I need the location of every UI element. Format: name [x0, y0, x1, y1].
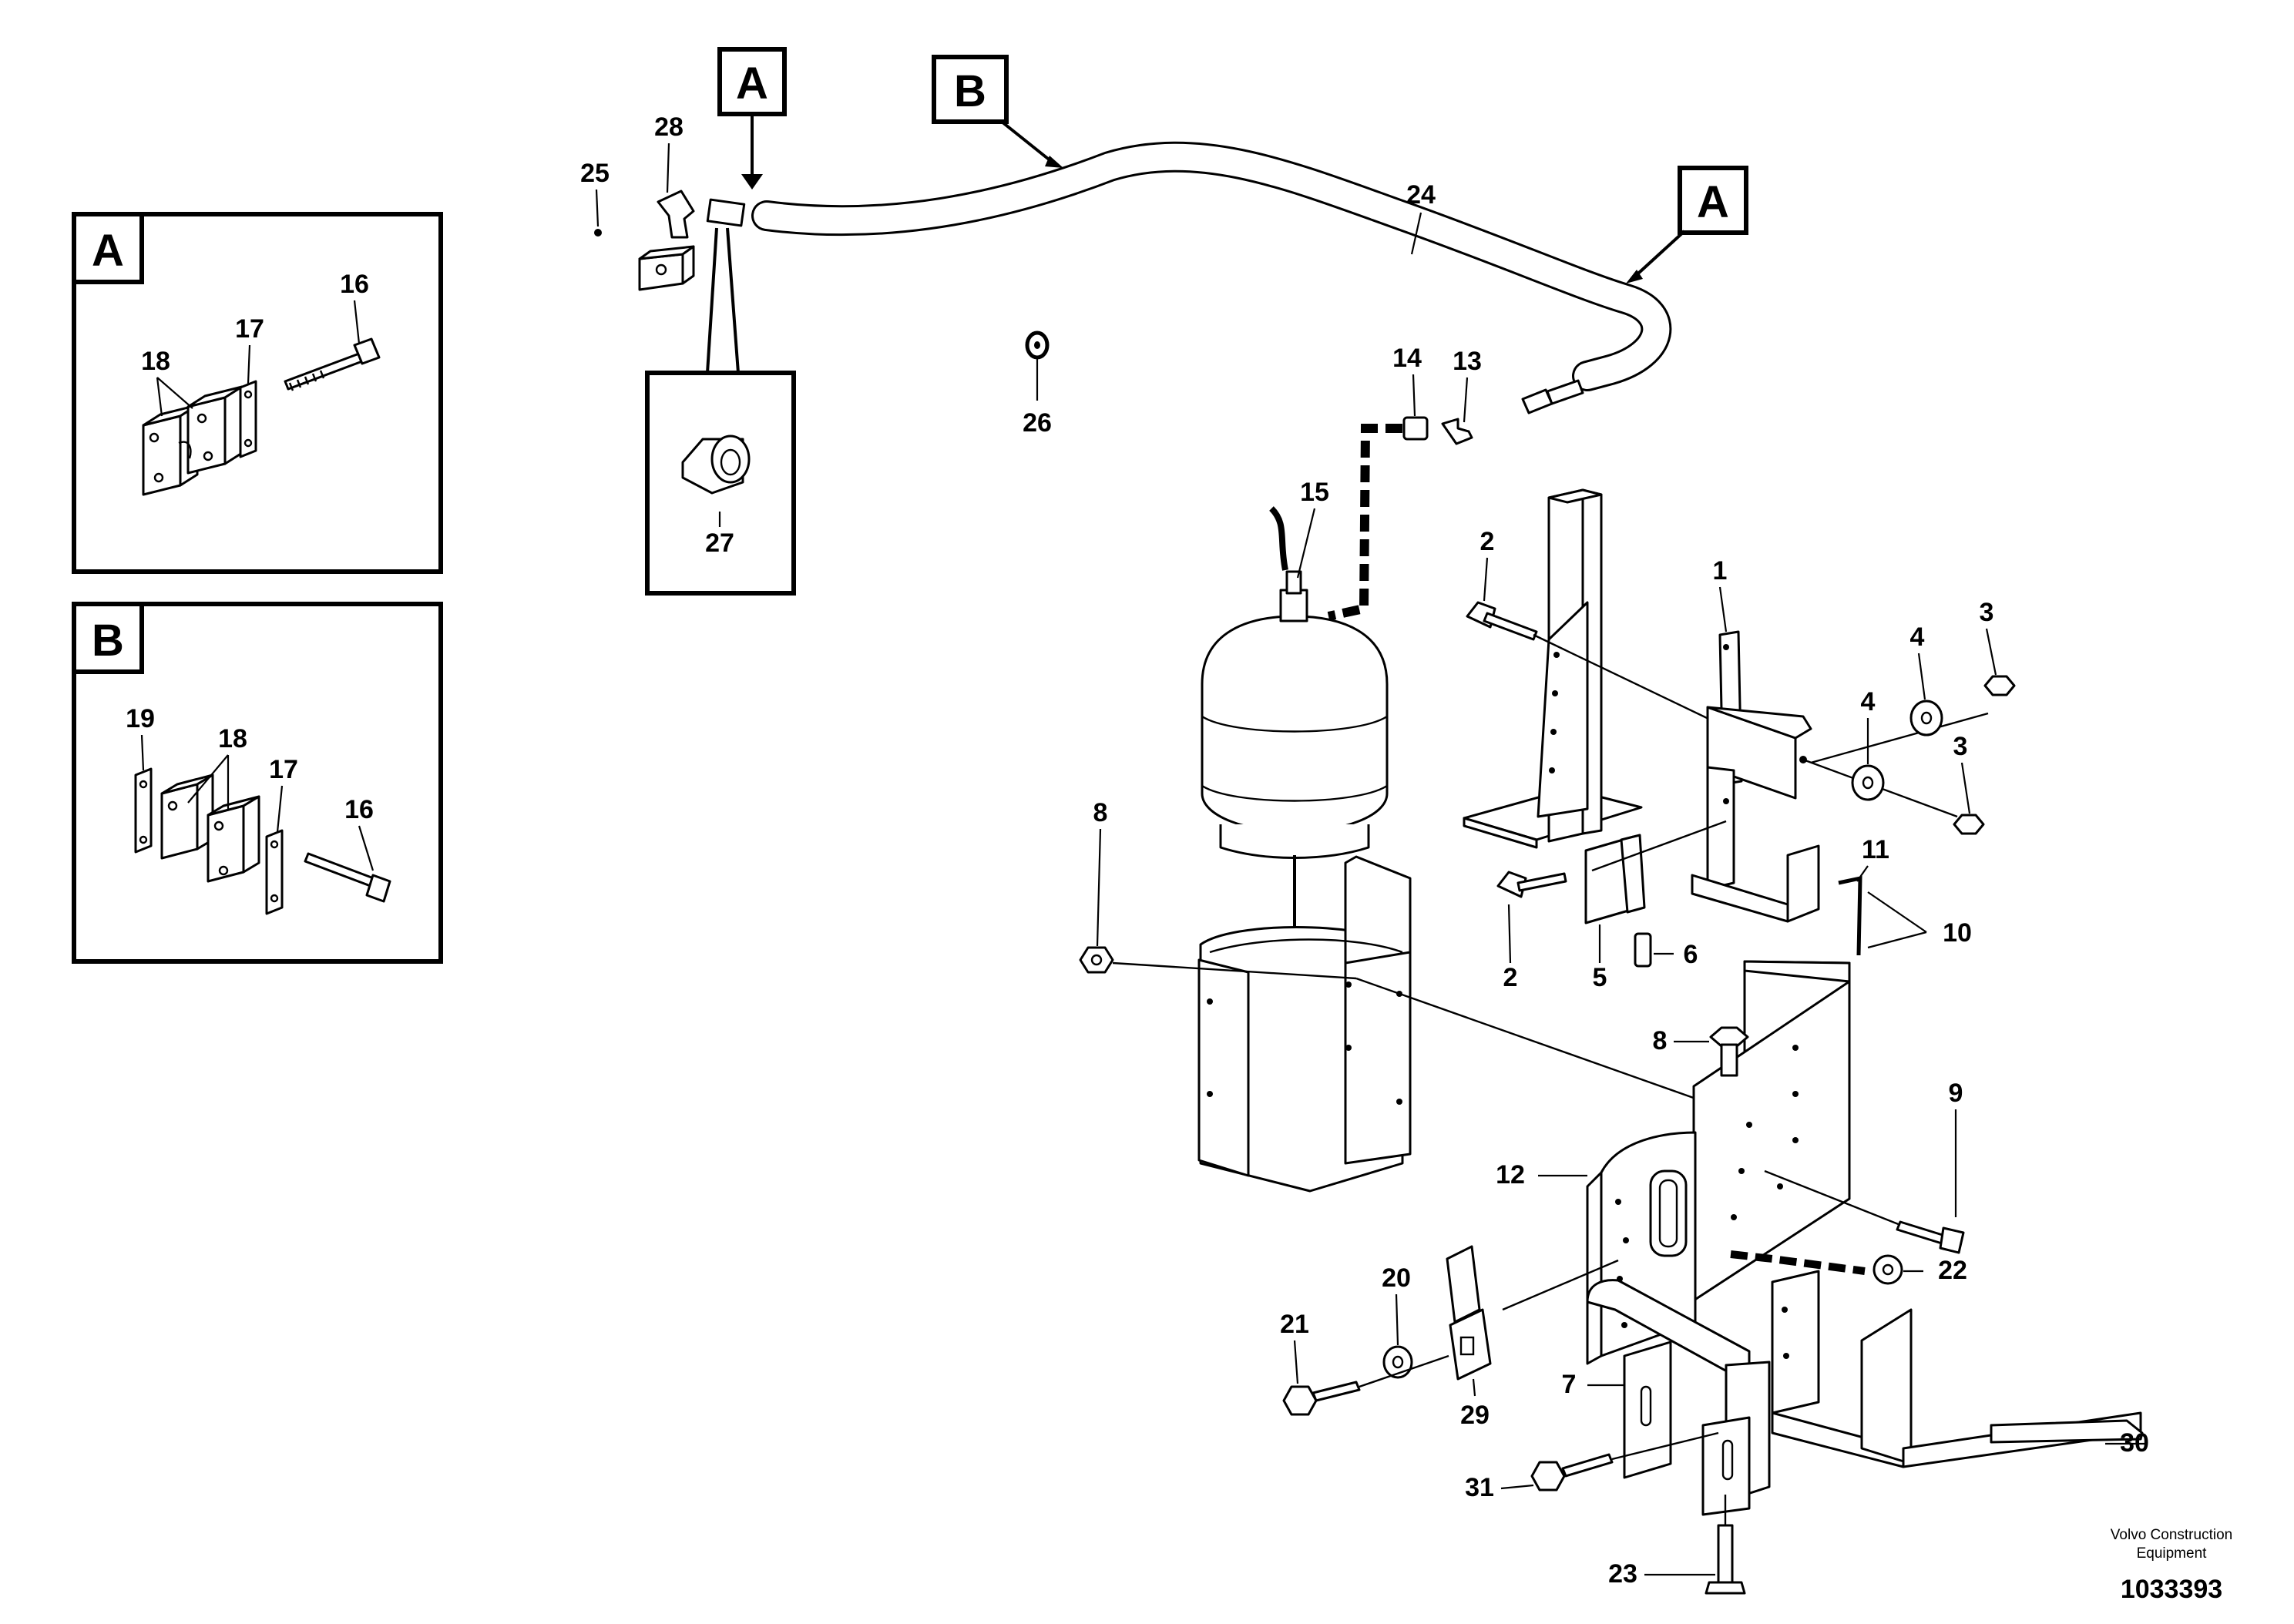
box-a-label-18: 18 [141, 347, 170, 376]
washer-4-mid [1851, 764, 1885, 801]
bracket-1 [1691, 630, 1820, 923]
label-3-bottom: 3 [1953, 732, 1968, 761]
plate-icon [265, 829, 284, 915]
bolt-8 [1709, 1026, 1749, 1048]
mounting-block [638, 253, 684, 291]
accumulator-holder [1197, 855, 1412, 1193]
label-29: 29 [1460, 1401, 1490, 1430]
callout-a-top: A [717, 47, 787, 190]
callout-b-top: B [932, 55, 1063, 168]
label-24: 24 [1406, 180, 1436, 210]
label-15: 15 [1300, 478, 1329, 507]
company-line-1: Volvo Construction [2111, 1527, 2232, 1543]
label-20: 20 [1382, 1263, 1411, 1293]
box-a-label-17: 17 [235, 314, 264, 344]
washer-22 [1872, 1254, 1903, 1285]
bracket-30 [1771, 1270, 2144, 1468]
bolt-2-bottom [1496, 871, 1567, 898]
bracket-post [1463, 488, 1643, 849]
bolt-25 [594, 229, 602, 237]
elbow-fitting-28 [657, 190, 695, 239]
label-3-top: 3 [1980, 598, 1994, 627]
hose-24 [751, 141, 1672, 391]
label-26: 26 [1023, 408, 1052, 438]
box-b-label-17: 17 [269, 755, 298, 784]
bolt-23 [1705, 1495, 1746, 1595]
detail-box-b: B 19 18 17 16 [72, 602, 443, 964]
label-2-top: 2 [1480, 527, 1495, 556]
svg-text:B: B [954, 66, 986, 116]
label-25: 25 [580, 159, 610, 188]
bolt-icon [284, 337, 381, 391]
accumulator-15 [1201, 506, 1389, 946]
bracket-7 [1586, 1279, 1771, 1516]
bolt-icon [304, 852, 391, 903]
latch-29 [1446, 1245, 1492, 1381]
label-5: 5 [1593, 963, 1607, 992]
washer-4-top [1909, 700, 1943, 737]
sensor-fitting [1279, 589, 1308, 622]
nut-8-left [1079, 946, 1114, 974]
label-28: 28 [654, 112, 683, 142]
nut-3-bottom [1953, 814, 1985, 835]
label-1: 1 [1713, 556, 1728, 586]
detail-box-b-letter: B [92, 616, 124, 666]
label-2-bottom: 2 [1503, 963, 1518, 992]
label-6: 6 [1684, 940, 1698, 969]
detail-box-a: A 16 17 18 [72, 212, 443, 574]
label-11: 11 [1862, 835, 1889, 864]
label-31: 31 [1465, 1473, 1494, 1502]
label-14: 14 [1392, 344, 1422, 373]
plate-icon [239, 380, 257, 458]
label-7: 7 [1562, 1370, 1577, 1399]
document-number: 1033393 [2121, 1575, 2222, 1604]
washer-20 [1382, 1345, 1413, 1379]
label-4-top: 4 [1910, 622, 1925, 652]
label-8-left: 8 [1093, 798, 1108, 827]
label-27: 27 [705, 528, 734, 558]
label-12: 12 [1496, 1160, 1525, 1189]
label-13: 13 [1453, 347, 1482, 376]
bolt-2-top [1466, 601, 1724, 727]
svg-text:A: A [1697, 177, 1729, 227]
svg-text:A: A [736, 59, 768, 109]
label-22: 22 [1938, 1256, 1967, 1285]
box-b-label-19: 19 [126, 704, 155, 733]
detail-box-a-letter: A [92, 226, 124, 276]
hose-coupling [706, 198, 746, 227]
pin-6 [1634, 932, 1652, 968]
label-8-right: 8 [1653, 1026, 1668, 1055]
label-9: 9 [1949, 1079, 1963, 1108]
box-b-label-18: 18 [218, 724, 247, 753]
box-a-label-16: 16 [340, 270, 369, 299]
nut-14 [1402, 416, 1429, 441]
label-23: 23 [1608, 1559, 1637, 1589]
adapter-14 [1441, 418, 1473, 445]
main-plate [1692, 960, 1851, 1302]
company-line-2: Equipment [2137, 1545, 2208, 1562]
detail-box-27 [645, 227, 796, 596]
callout-a-right: A [1626, 166, 1748, 284]
bolt-9 [1764, 1169, 1965, 1254]
box-b-label-16: 16 [344, 795, 374, 824]
bolt-21 [1282, 1354, 1449, 1416]
plate-icon [134, 767, 153, 854]
label-10: 10 [1943, 918, 1972, 948]
bolt-31 [1530, 1431, 1719, 1491]
nut-3-top [1983, 675, 2016, 696]
label-4-mid: 4 [1861, 687, 1876, 716]
label-21: 21 [1280, 1310, 1309, 1339]
